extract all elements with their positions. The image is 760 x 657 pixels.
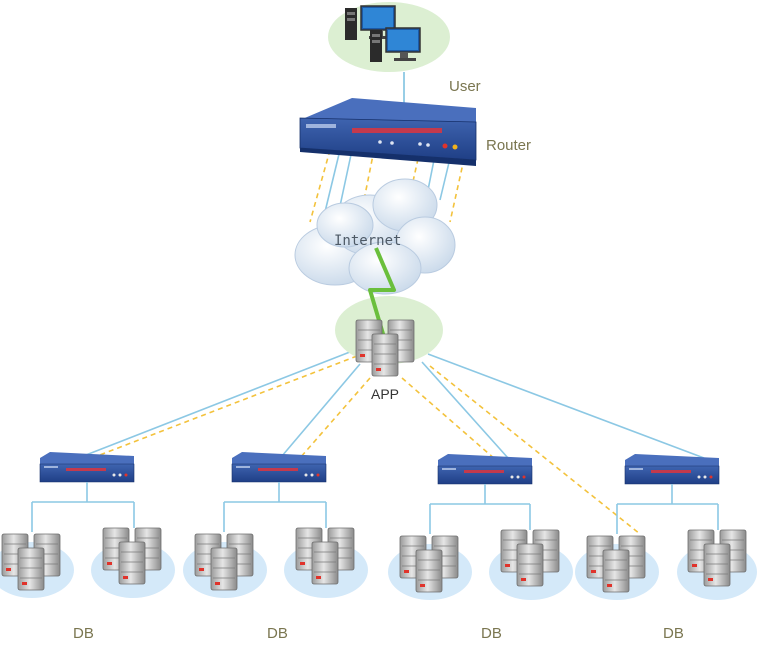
- switch-router-icon: [624, 453, 720, 485]
- user-node: User: [328, 2, 481, 95]
- internet-cloud: Internet: [294, 178, 456, 295]
- db-label: DB: [481, 625, 502, 642]
- app-label: APP: [371, 386, 399, 402]
- db-group-3: DB: [388, 453, 573, 642]
- db-links: [223, 482, 327, 532]
- router-icon: [299, 98, 477, 166]
- switch-router-icon: [231, 451, 327, 483]
- db-label: DB: [73, 625, 94, 642]
- wireless-link: [368, 247, 396, 345]
- switch-router-icon: [437, 453, 533, 485]
- switch-router-icon: [39, 451, 135, 483]
- db-links: [616, 484, 719, 534]
- cloud-icon: [294, 178, 456, 295]
- app-server-node: APP: [335, 247, 443, 402]
- main-router: Router: [299, 98, 531, 166]
- db-links: [429, 484, 531, 534]
- user-label: User: [449, 78, 481, 95]
- db-group-4: DB: [575, 453, 757, 642]
- db-group-2: DB: [183, 451, 368, 642]
- app-router-links: [67, 349, 705, 535]
- db-links: [31, 482, 135, 532]
- db-group-1: DB: [0, 451, 175, 642]
- internet-label: Internet: [334, 233, 401, 249]
- db-label: DB: [663, 625, 684, 642]
- router-label: Router: [486, 137, 531, 154]
- db-label: DB: [267, 625, 288, 642]
